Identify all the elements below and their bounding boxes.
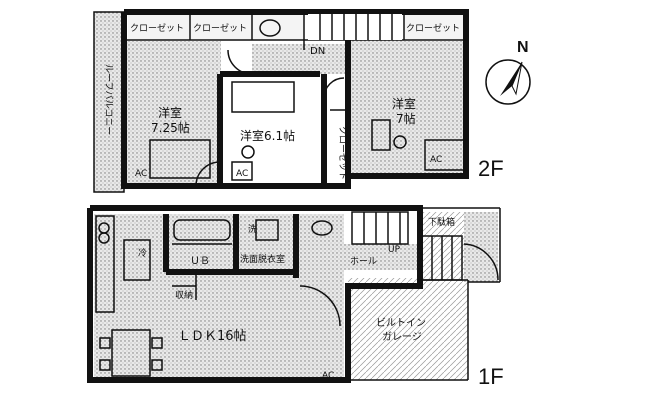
- dining-table: [111, 329, 151, 377]
- western-c-size: 7帖: [396, 111, 416, 126]
- closet-vertical-label: クローゼット: [337, 126, 349, 180]
- stair-down-label: DN: [310, 46, 325, 57]
- western-b-label: 洋室6.1帖: [240, 128, 295, 143]
- upper-floor: クローゼット クローゼット クローゼット DN 洋室 7.25帖 洋室6.1帖 …: [93, 9, 469, 193]
- compass-label: N: [517, 39, 529, 56]
- closet-2-label: クローゼット: [193, 22, 247, 34]
- hall-1f: [298, 244, 418, 270]
- bed-c: [424, 139, 466, 171]
- ac-1-label: AC: [135, 169, 147, 179]
- ac-1f-label: AC: [322, 371, 334, 381]
- roof-balcony: [94, 12, 124, 192]
- fridge-label: 冷: [138, 247, 147, 259]
- garage-label-line2: ガレージ: [382, 331, 422, 343]
- bed-b: [231, 81, 295, 113]
- toilet-2f: [259, 19, 281, 37]
- stairs-1f: [351, 211, 409, 245]
- balcony-label: ルーフバルコニー: [103, 64, 114, 135]
- floor-label-2f: 2F: [478, 156, 504, 181]
- toilet-1f: [311, 220, 333, 236]
- north-arrow-icon: N: [485, 39, 531, 105]
- stairs-2f: [308, 14, 402, 40]
- ldk-label: ＬＤＫ16帖: [178, 329, 247, 344]
- shoe-closet-label: 下駄箱: [428, 216, 455, 228]
- western-c-name: 洋室: [392, 96, 416, 111]
- closet-1-label: クローゼット: [130, 22, 184, 34]
- wash-machine-label: 洗: [248, 223, 257, 235]
- stair-up-label: UP: [388, 245, 401, 255]
- western-a-name: 洋室: [158, 105, 182, 120]
- washroom-label: 洗面脱衣室: [240, 253, 285, 265]
- lower-floor: 冷 洗 ＵＢ 洗面脱衣室 収納 UP ホール 下駄箱 ＬＤＫ16帖 AC ビルト…: [87, 205, 501, 383]
- ub-label: ＵＢ: [190, 256, 210, 267]
- ac-3-label: AC: [430, 155, 442, 165]
- desk-c: [371, 119, 391, 151]
- ldk-room: [94, 214, 344, 380]
- bathtub: [173, 219, 231, 241]
- bed-a: [149, 139, 211, 179]
- ac-2-label: AC: [236, 169, 248, 179]
- closet-3-label: クローゼット: [406, 22, 460, 34]
- garage-area: [348, 278, 468, 380]
- western-a-size: 7.25帖: [151, 120, 190, 135]
- storage-label: 収納: [175, 289, 193, 301]
- western-room-c: [348, 40, 466, 175]
- hall-2f: [252, 44, 348, 74]
- floor-label-1f: 1F: [478, 364, 504, 389]
- western-room-a: [126, 40, 221, 186]
- garage-label-line1: ビルトイン: [376, 317, 426, 329]
- kitchen-counter: [95, 215, 115, 313]
- hall-label: ホール: [350, 256, 377, 267]
